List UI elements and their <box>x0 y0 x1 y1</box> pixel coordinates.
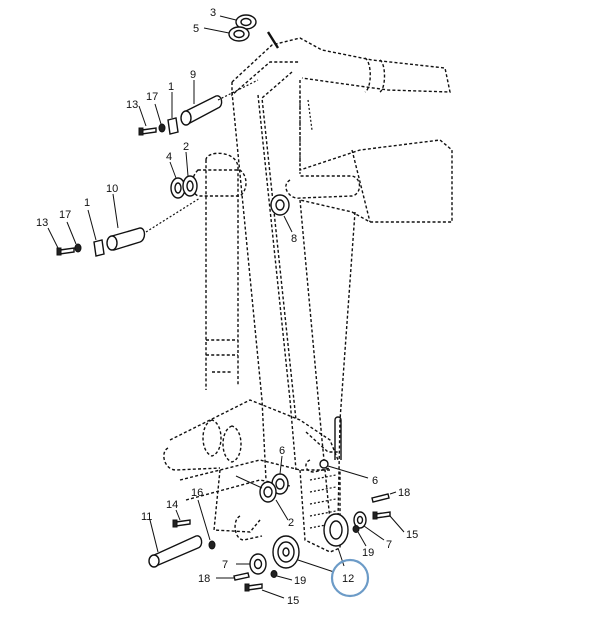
washer-8 <box>270 194 290 216</box>
callout-18b: 18 <box>198 573 210 585</box>
bolt-13b <box>56 247 75 256</box>
callout-11: 11 <box>141 511 152 523</box>
callout-6b: 6 <box>372 475 378 487</box>
washer-2b <box>259 481 277 503</box>
washer-16 <box>208 540 216 550</box>
lock-plate-1b <box>93 239 105 257</box>
pin-18a <box>371 493 390 503</box>
bolt-13a <box>138 127 157 136</box>
callout-2b: 2 <box>288 517 294 529</box>
callout-14: 14 <box>166 499 178 511</box>
callout-13b: 13 <box>36 217 48 229</box>
boom-arm-outline <box>163 37 453 553</box>
bolt-14 <box>172 519 191 528</box>
highlight-circle-12 <box>330 558 370 598</box>
callout-9: 9 <box>190 69 196 81</box>
bolt-15a <box>372 511 391 520</box>
washer-17a <box>158 123 166 133</box>
callout-17a: 17 <box>146 91 158 103</box>
pin-9 <box>180 95 223 126</box>
callout-6a: 6 <box>279 445 285 457</box>
callout-4: 4 <box>166 151 172 163</box>
callout-labels: 3 5 9 13 17 1 4 2 10 13 17 1 8 6 6 2 18 … <box>36 7 418 607</box>
washer-19b <box>270 570 278 578</box>
callout-1b: 1 <box>84 197 90 209</box>
pin-10 <box>106 227 146 251</box>
washer-19a <box>352 525 360 533</box>
washer-17b <box>74 243 82 253</box>
callout-8: 8 <box>291 233 297 245</box>
pulley-12 <box>272 513 349 569</box>
lock-plate-1a <box>167 117 179 135</box>
callout-7b: 7 <box>222 559 228 571</box>
callout-16: 16 <box>191 487 203 499</box>
callout-19a: 19 <box>362 547 374 559</box>
bolt-15b <box>244 583 263 592</box>
callout-12: 12 <box>342 573 354 585</box>
pin-11 <box>148 535 203 568</box>
callout-7a: 7 <box>386 539 392 551</box>
pin-18b <box>233 572 250 581</box>
callout-2a: 2 <box>183 141 189 153</box>
callout-19b: 19 <box>294 575 306 587</box>
callout-3: 3 <box>210 7 216 19</box>
callout-15b: 15 <box>287 595 299 607</box>
washer-2a <box>182 175 198 197</box>
washer-3 <box>235 14 257 30</box>
pin-hole-6b <box>319 459 329 469</box>
callout-17b: 17 <box>59 209 71 221</box>
callout-5: 5 <box>193 23 199 35</box>
washer-7b <box>249 553 267 575</box>
callout-18a: 18 <box>398 487 410 499</box>
washer-5 <box>228 26 250 42</box>
callout-10: 10 <box>106 183 118 195</box>
callout-1a: 1 <box>168 81 174 93</box>
callout-15a: 15 <box>406 529 418 541</box>
washer-7a <box>353 511 367 529</box>
callout-13a: 13 <box>126 99 138 111</box>
